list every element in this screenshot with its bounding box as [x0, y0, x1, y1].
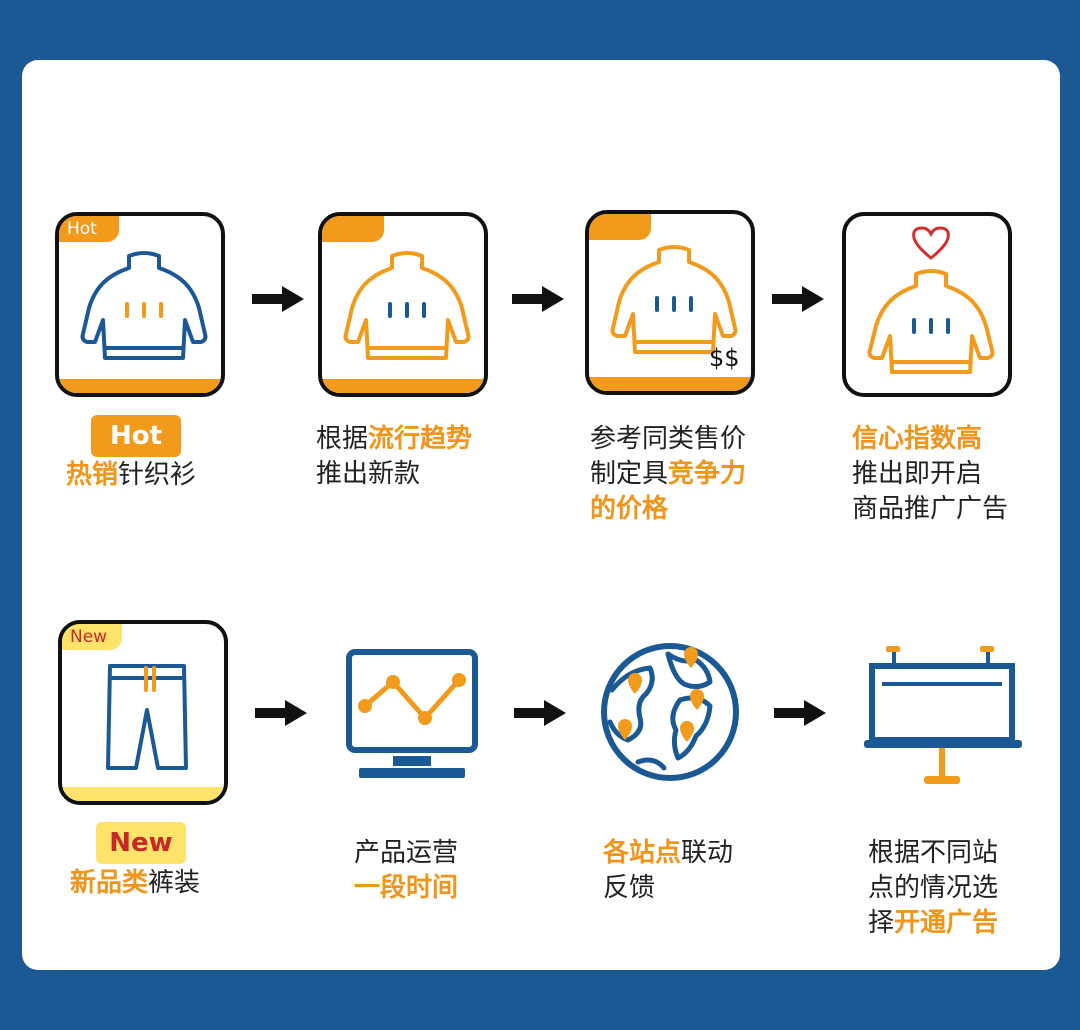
- new-style-sweater-tile: [318, 212, 488, 397]
- new-badge: New: [96, 822, 186, 864]
- tile-bottom-band: [589, 377, 751, 391]
- arrow-right-icon: [514, 700, 566, 726]
- new-tag: New: [62, 624, 122, 650]
- sweater-icon: [343, 251, 471, 360]
- tile-bottom-band: [62, 787, 224, 801]
- loved-sweater-tile: [842, 212, 1012, 397]
- priced-sweater-tile: $$: [585, 210, 755, 395]
- step1-caption: 热销针织衫: [66, 460, 197, 490]
- globe-pins-icon: [601, 643, 739, 781]
- step4-caption: 信心指数高 推出即开启 商品推广广告: [852, 424, 1009, 524]
- arrow-right-icon: [255, 700, 307, 726]
- step2-caption: 根据流行趋势 推出新款: [316, 424, 473, 489]
- hot-badge: Hot: [91, 415, 181, 457]
- price-mark: $$: [709, 344, 740, 372]
- step8-caption: 根据不同站 点的情况选 择开通广告: [868, 838, 999, 938]
- billboard-icon: [864, 646, 1022, 784]
- step6-caption: 产品运营 一段时间: [354, 838, 459, 903]
- arrow-right-icon: [772, 286, 824, 312]
- hot-tag: Hot: [59, 216, 119, 242]
- step7-caption: 各站点联动 反馈: [603, 838, 734, 903]
- sweater-icon: [610, 245, 738, 354]
- heart-icon: [912, 226, 950, 260]
- step5-caption: 新品类裤装: [70, 868, 201, 898]
- step3-caption: 参考同类售价 制定具竞争力 的价格: [590, 424, 747, 524]
- sweater-icon: [80, 251, 208, 360]
- sweater-icon: [867, 226, 995, 374]
- tile-corner-tag: [322, 216, 384, 242]
- hot-sweater-tile: Hot: [55, 212, 225, 397]
- arrow-right-icon: [512, 286, 564, 312]
- arrow-right-icon: [774, 700, 826, 726]
- tile-bottom-band: [59, 379, 221, 393]
- arrow-right-icon: [252, 286, 304, 312]
- tile-bottom-band: [322, 379, 484, 393]
- pants-icon: [106, 664, 188, 770]
- monitor-chart-icon: [346, 649, 478, 778]
- tile-corner-tag: [589, 214, 651, 240]
- content-card: [22, 60, 1060, 970]
- new-pants-tile: New: [58, 620, 228, 805]
